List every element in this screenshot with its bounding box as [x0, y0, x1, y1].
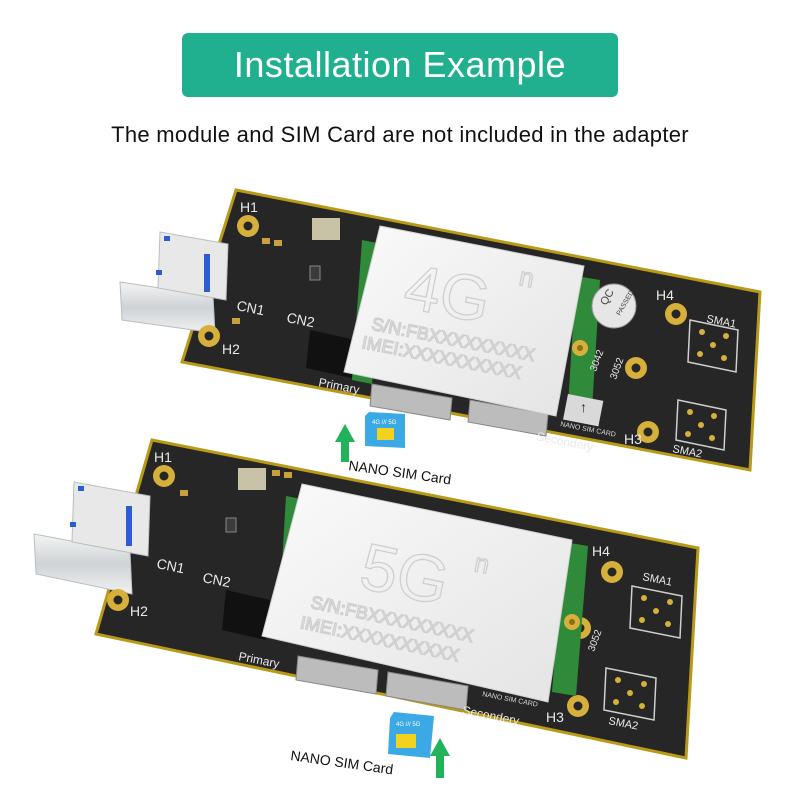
label-cn1: CN1 [235, 297, 266, 318]
mount-hole-h2 [198, 325, 220, 347]
module-superscript: n [472, 547, 492, 579]
sma1-pad [687, 319, 739, 373]
m2-slot [306, 330, 356, 378]
sim-card-marks: 4G /// 5G [396, 722, 421, 728]
mount-hole-h1 [237, 215, 259, 237]
module-card [343, 225, 585, 417]
sma1-pad [629, 585, 683, 639]
sim-slot-secondary [385, 671, 469, 711]
subtitle-notice: The module and SIM Card are not included… [111, 122, 689, 147]
label-cn2: CN2 [201, 569, 232, 590]
mount-hole-h3 [567, 695, 589, 717]
adapter-board-5g: 5G n S/N:FBXXXXXXXXX IMEI:XXXXXXXXXX H1 … [33, 438, 700, 760]
sim-slot-primary [295, 655, 379, 695]
label-sma2: SMA2 [607, 715, 639, 732]
label-h4: H4 [592, 543, 610, 559]
chip-component [312, 218, 340, 240]
label-sma2: SMA2 [671, 443, 703, 460]
label-h1: H1 [154, 449, 172, 465]
arrow-up-icon [430, 738, 450, 778]
mount-hole-h2 [107, 589, 129, 611]
label-h2: H2 [222, 341, 240, 357]
mount-hole-h4 [665, 303, 687, 325]
label-cn2: CN2 [285, 309, 316, 330]
mount-hole-h1 [153, 465, 175, 487]
chip-component [238, 468, 266, 490]
label-h3: H3 [546, 709, 564, 725]
nano-sim-card-2: 4G /// 5G NANO SIM Card [290, 712, 450, 778]
module-card [261, 483, 573, 703]
label-h3: H3 [624, 431, 642, 447]
sma2-pad [603, 667, 657, 721]
usb-connector [33, 481, 151, 595]
label-sma1: SMA1 [641, 571, 673, 588]
title-banner: Installation Example [182, 33, 618, 97]
label-cn1: CN1 [155, 555, 186, 576]
qc-passed-sticker: QC PASSED [591, 283, 637, 329]
nano-sim-card-1: 4G /// 5G NANO SIM Card [335, 412, 452, 487]
m2-slot [222, 590, 270, 640]
svg-text:↑: ↑ [580, 399, 587, 415]
mount-hole-h4 [601, 561, 623, 583]
sma2-pad [675, 399, 727, 451]
label-h4: H4 [656, 287, 674, 303]
arrow-up-icon [335, 424, 355, 462]
module-generation-4g: 4G [399, 250, 497, 337]
label-sma1: SMA1 [705, 313, 737, 330]
adapter-board-4g: QC PASSED 4G n S/N:FBXXXXXXXXX IMEI:XXXX… [119, 188, 762, 472]
usb-connector [119, 231, 229, 334]
sim-label-2: NANO SIM Card [290, 747, 395, 777]
sim-card-marks: 4G /// 5G [372, 420, 397, 426]
mount-hole-h3 [637, 421, 659, 443]
sim-slot-primary [369, 383, 453, 421]
module-superscript: n [517, 261, 537, 293]
mount-hole-3052 [625, 357, 647, 379]
label-h1: H1 [240, 199, 258, 215]
label-h2: H2 [130, 603, 148, 619]
